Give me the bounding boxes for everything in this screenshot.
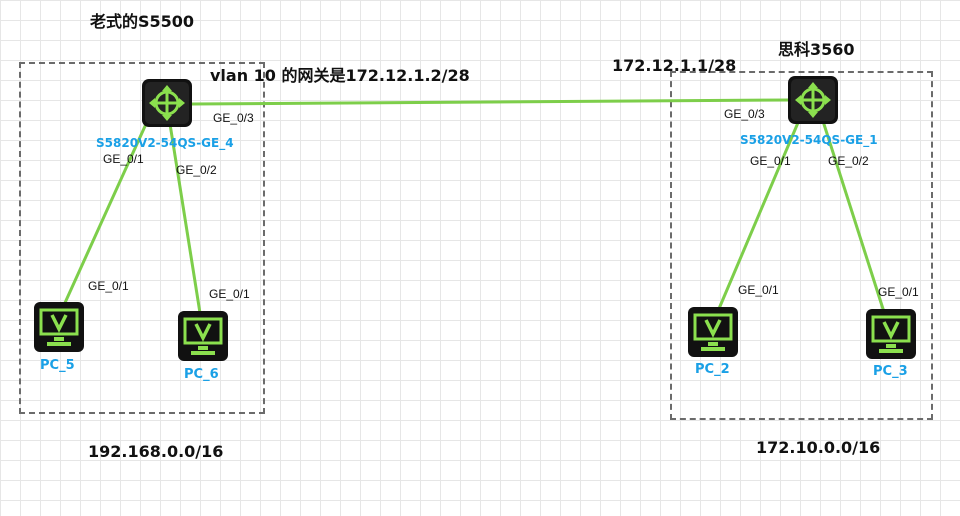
switch-s5820-ge1[interactable] <box>788 76 838 124</box>
pc-3[interactable] <box>866 309 916 359</box>
link-sw4-sw1[interactable] <box>191 98 791 106</box>
iface-sw4-ge03: GE_0/3 <box>213 111 254 125</box>
iface-pc2-ge01: GE_0/1 <box>738 283 779 297</box>
left-subnet-label: 192.168.0.0/16 <box>88 442 224 461</box>
iface-sw1-ge03: GE_0/3 <box>724 107 765 121</box>
right-subnet-label: 172.10.0.0/16 <box>756 438 881 457</box>
iface-pc6-ge01: GE_0/1 <box>209 287 250 301</box>
vlan-gateway-label: vlan 10 的网关是172.12.1.2/28 <box>210 66 470 85</box>
pc-label-2: PC_2 <box>695 362 730 377</box>
link-sw4-pc5[interactable] <box>62 123 148 306</box>
iface-pc5-ge01: GE_0/1 <box>88 279 129 293</box>
link-sw4-pc6[interactable] <box>168 123 202 314</box>
pc-2[interactable] <box>688 307 738 357</box>
monitor-icon <box>34 302 84 352</box>
switch-label-ge1: S5820V2-54QS-GE_1 <box>740 133 878 147</box>
pc-label-6: PC_6 <box>184 367 219 382</box>
left-site-box <box>19 62 265 414</box>
link-sw1-pc3[interactable] <box>820 117 886 313</box>
left-site-title: 老式的S5500 <box>90 12 195 31</box>
right-site-box <box>670 71 933 420</box>
iface-pc3-ge01: GE_0/1 <box>878 285 919 299</box>
link-sw1-pc2[interactable] <box>716 117 802 312</box>
monitor-icon <box>178 311 228 361</box>
router-switch-icon <box>142 79 192 127</box>
switch-s5820-ge4[interactable] <box>142 79 192 127</box>
monitor-icon <box>688 307 738 357</box>
iface-sw4-ge02: GE_0/2 <box>176 163 217 177</box>
iface-sw1-ge02: GE_0/2 <box>828 154 869 168</box>
router-switch-icon <box>788 76 838 124</box>
switch-label-ge4: S5820V2-54QS-GE_4 <box>96 136 234 150</box>
iface-sw4-ge01: GE_0/1 <box>103 152 144 166</box>
pc-label-5: PC_5 <box>40 358 75 373</box>
pc-5[interactable] <box>34 302 84 352</box>
monitor-icon <box>866 309 916 359</box>
pc-label-3: PC_3 <box>873 364 908 379</box>
pc-6[interactable] <box>178 311 228 361</box>
right-link-ip-label: 172.12.1.1/28 <box>612 56 737 75</box>
right-site-title: 思科3560 <box>778 40 855 59</box>
iface-sw1-ge01: GE_0/1 <box>750 154 791 168</box>
